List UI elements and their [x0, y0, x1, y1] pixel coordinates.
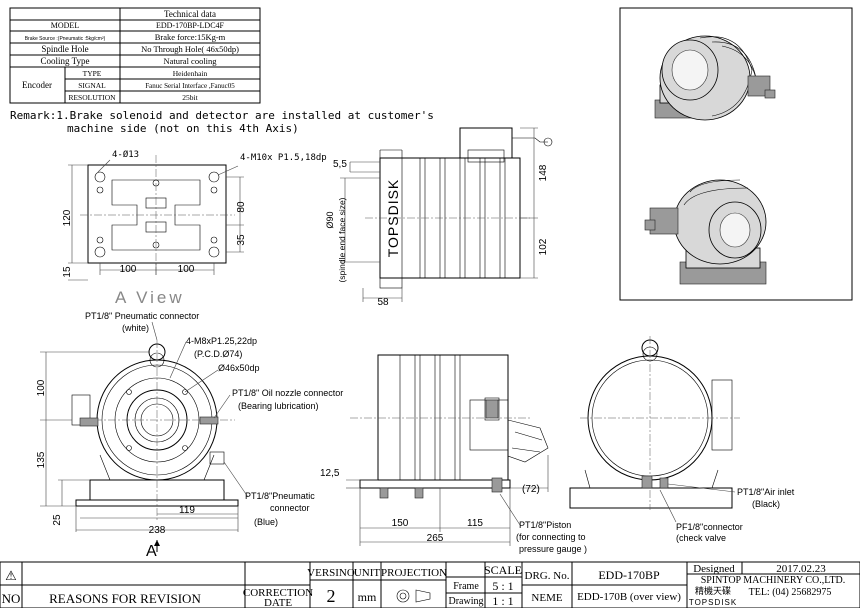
- front-dim-135: 135: [36, 451, 47, 468]
- side-bottom-piston-sub: (for connecting to: [516, 532, 586, 542]
- title-brand: TOPSDISK: [689, 598, 737, 607]
- front-pneumatic2-label: PT1/8"Pneumatic: [245, 491, 315, 501]
- front-pneumatic2-sub: connector: [270, 503, 310, 513]
- spec-title: Technical data: [164, 9, 216, 19]
- rear-view: [569, 336, 740, 523]
- spec-value-brake: Brake force:15Kg-m: [155, 32, 226, 42]
- title-scale-label: SCALE: [484, 563, 522, 577]
- title-brand-cn: 精機天碟: [695, 585, 731, 596]
- rear-air-label: PT1/8"Air inlet: [737, 487, 795, 497]
- front-oil-label: PT1/8" Oil nozzle connector: [232, 388, 343, 398]
- a-view-hole-label: 4-Ø13: [112, 149, 139, 160]
- spec-value-model: EDD-170BP-LDC4F: [156, 21, 225, 30]
- remark-line1: Remark:1.Brake solenoid and detector are…: [10, 109, 434, 122]
- a-view-title: A View: [115, 288, 185, 307]
- rear-pf-sub: (check valve: [676, 533, 726, 543]
- side-top-face-label: (spindle end face size): [337, 197, 347, 282]
- spec-value-signal: Fanuc Serial Interface ,Fanuc05: [145, 82, 235, 90]
- title-date-label: DATE: [264, 597, 292, 608]
- spec-label-signal: SIGNAL: [78, 81, 106, 90]
- side-top-dim-148: 148: [538, 164, 549, 181]
- title-neme-label: NEME: [531, 592, 562, 604]
- title-tel: TEL: (04) 25682975: [749, 587, 832, 598]
- title-company: SPINTOP MACHINERY CO.,LTD.: [701, 575, 846, 586]
- spec-label-type: TYPE: [83, 69, 102, 78]
- isometric-render-frame: [619, 7, 853, 301]
- side-bottom-piston-label: PT1/8"Piston: [519, 520, 571, 530]
- side-view-bottom: [346, 354, 549, 546]
- side-top-dim-55: 5,5: [333, 159, 347, 170]
- front-tap-label: 4-M8xP1.25,22dp: [186, 336, 257, 346]
- spec-value-resolution: 25bit: [182, 93, 198, 102]
- side-bottom-dim-72: (72): [522, 484, 540, 495]
- title-unit-value: mm: [358, 590, 377, 604]
- a-view-dim-100-right: 100: [178, 264, 195, 275]
- side-bottom-dim-150: 150: [392, 518, 409, 529]
- revision-symbol: ⚠: [5, 568, 17, 583]
- a-view-dim-35: 35: [236, 234, 247, 246]
- side-bottom-dim-265: 265: [427, 533, 444, 544]
- title-no-label: NO: [2, 591, 21, 606]
- front-oil-sub: (Bearing lubrication): [238, 401, 319, 411]
- title-reasons-label: REASONS FOR REVISION: [49, 591, 201, 606]
- a-view-dim-15: 15: [62, 266, 73, 278]
- title-drawing-scale: 1 : 1: [492, 594, 513, 608]
- rear-pf-label: PF1/8"connector: [676, 522, 743, 532]
- side-bottom-dim-125: 12,5: [320, 468, 340, 479]
- side-view-top: [340, 127, 553, 302]
- front-dim-25: 25: [52, 514, 63, 526]
- spec-label-resolution: RESOLUTION: [68, 93, 116, 102]
- a-view-dim-100-left: 100: [120, 264, 137, 275]
- spec-label-spindle: Spindle Hole: [41, 44, 88, 54]
- title-frame-scale: 5 : 1: [492, 579, 513, 593]
- title-correction-label: CORRECTION: [243, 587, 313, 599]
- front-view: [40, 321, 249, 552]
- side-top-dim-90: Ø90: [325, 211, 335, 228]
- title-projection-label: PROJECTION: [381, 567, 447, 579]
- spec-label-brake: Brake Source :(Pneumatic :5kg/cm²): [25, 36, 106, 42]
- front-pneumatic-label: PT1/8" Pneumatic connector: [85, 311, 199, 321]
- spec-label-cooling: Cooling Type: [41, 56, 90, 66]
- front-pcd-label: (P.C.D.Ø74): [194, 349, 242, 359]
- side-bottom-piston-sub2: pressure gauge ): [519, 544, 587, 554]
- front-bore-label: Ø46x50dp: [218, 363, 260, 373]
- a-view-tap-label: 4-M10x P1.5,18dp: [240, 153, 327, 163]
- remark-line2: machine side (not on this 4th Axis): [67, 122, 299, 135]
- title-drg-label: DRG. No.: [525, 570, 570, 582]
- title-date-value: 2017.02.23: [776, 563, 826, 575]
- a-view-dim-80: 80: [236, 201, 247, 213]
- spec-value-spindle: No Through Hole( 46x50dp): [141, 44, 239, 54]
- title-unit-label: UNIT: [354, 567, 381, 579]
- front-pneumatic-sub: (white): [122, 323, 149, 333]
- a-view-base-plate: [68, 155, 244, 281]
- spec-label-model: MODEL: [51, 21, 80, 30]
- side-top-dim-102: 102: [538, 238, 549, 255]
- title-block: [0, 561, 860, 608]
- title-version-label: VERSINO: [307, 567, 355, 579]
- front-dim-100: 100: [36, 379, 47, 396]
- title-neme-value: EDD-170B (over view): [577, 591, 681, 603]
- side-bottom-dim-115: 115: [467, 518, 483, 529]
- title-drawing-label: Drawing: [449, 596, 484, 607]
- spec-value-type: Heidenhain: [173, 69, 208, 78]
- a-view-dim-120: 120: [62, 209, 73, 226]
- rear-air-sub: (Black): [752, 499, 780, 509]
- spec-table: Technical data MODEL EDD-170BP-LDC4F Bra…: [9, 7, 261, 104]
- side-top-dim-58: 58: [377, 297, 389, 308]
- title-version-value: 2: [327, 586, 336, 606]
- front-arrow-label: A: [146, 543, 157, 560]
- title-frame-label: Frame: [453, 581, 479, 592]
- side-top-brand: TOPSDISK: [385, 179, 401, 258]
- spec-label-encoder: Encoder: [22, 80, 52, 90]
- front-pneumatic2-color: (Blue): [254, 517, 278, 527]
- front-dim-119: 119: [179, 505, 195, 516]
- front-dim-238: 238: [149, 525, 166, 536]
- spec-value-cooling: Natural cooling: [163, 56, 217, 66]
- title-designed-label: Designed: [693, 563, 735, 575]
- title-drg-value: EDD-170BP: [598, 568, 660, 582]
